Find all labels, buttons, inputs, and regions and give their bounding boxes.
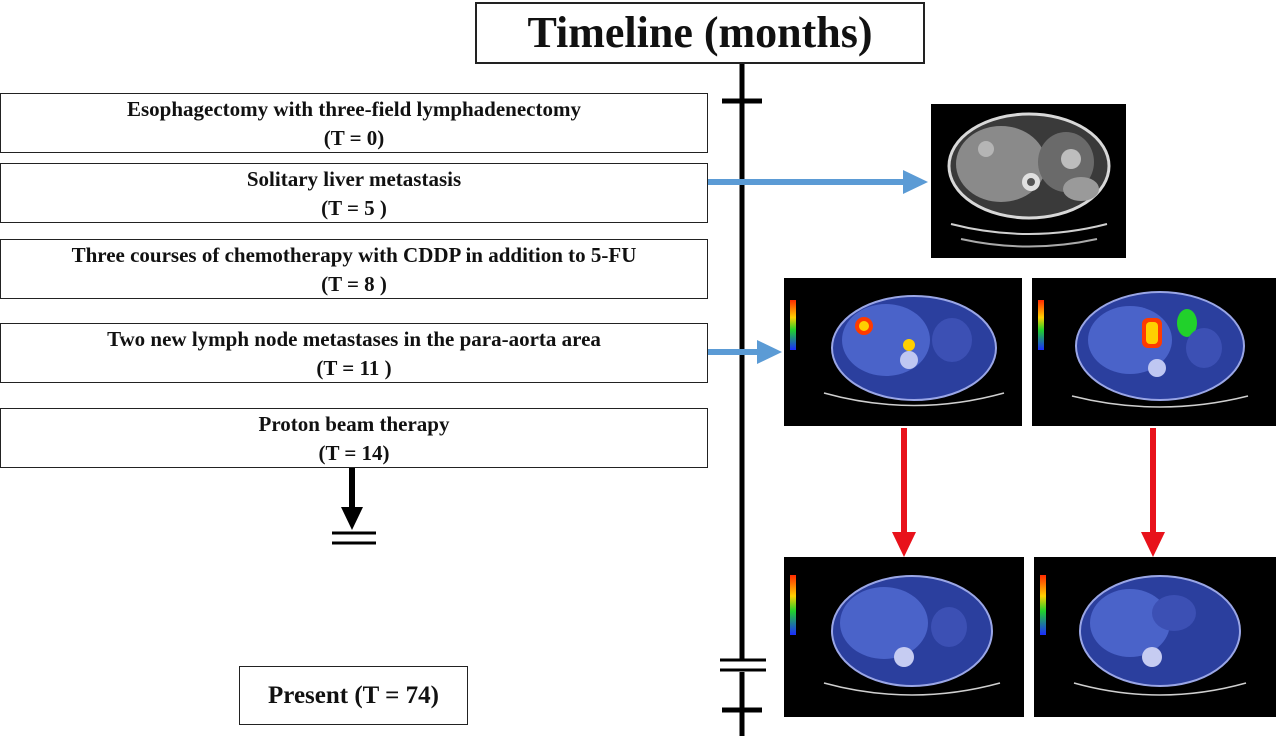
pet-ct-after-right-image — [1034, 557, 1276, 717]
present-text: Present (T = 74) — [268, 682, 439, 709]
pet-ct-before-left-image — [784, 278, 1022, 426]
event-box-chemotherapy: Three courses of chemotherapy with CDDP … — [0, 239, 708, 299]
event-time: (T = 14) — [318, 441, 390, 465]
event-label: Proton beam therapy — [258, 412, 450, 436]
event-time: (T = 5 ) — [321, 196, 387, 220]
event-label: Two new lymph node metastases in the par… — [107, 327, 601, 351]
blue-arrowhead — [903, 170, 928, 194]
event-label: Solitary liver metastasis — [246, 167, 462, 191]
blue-arrowhead — [757, 340, 782, 364]
pet-ct-after-left-image — [784, 557, 1024, 717]
pet-ct-before-right-image — [1032, 278, 1276, 426]
present-box: Present (T = 74) — [239, 666, 468, 725]
event-time: (T = 8 ) — [321, 272, 387, 296]
timeline-title: Timeline (months) — [475, 2, 925, 64]
timeline-title-text: Timeline (months) — [527, 8, 873, 57]
event-box-proton-beam: Proton beam therapy (T = 14) — [0, 408, 708, 468]
event-box-esophagectomy: Esophagectomy with three-field lymphaden… — [0, 93, 708, 153]
event-box-liver-metastasis: Solitary liver metastasis (T = 5 ) — [0, 163, 708, 223]
red-arrowhead — [1141, 532, 1165, 557]
event-box-lymph-node-metastases: Two new lymph node metastases in the par… — [0, 323, 708, 383]
event-label: Esophagectomy with three-field lymphaden… — [127, 97, 581, 121]
event-time: (T = 11 ) — [316, 356, 392, 380]
continuation-arrowhead — [341, 507, 363, 530]
ct-scan-image — [931, 104, 1126, 258]
red-arrowhead — [892, 532, 916, 557]
event-time: (T = 0) — [323, 126, 385, 150]
event-label: Three courses of chemotherapy with CDDP … — [71, 243, 637, 267]
